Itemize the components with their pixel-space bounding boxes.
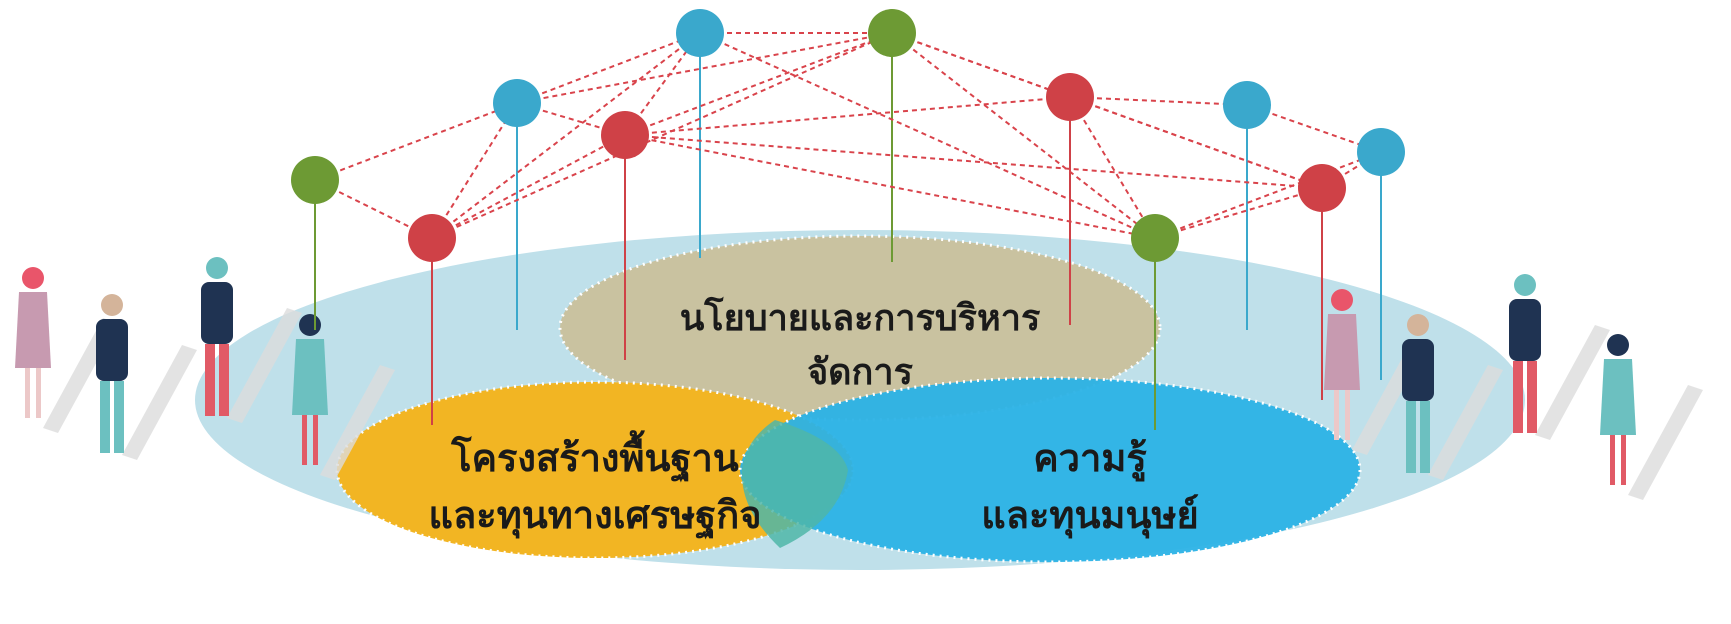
person-body xyxy=(201,282,233,344)
network-link xyxy=(1069,96,1156,239)
infrastructure-label: โครงสร้างพื้นฐาน และทุนทางเศรษฐกิจ xyxy=(395,430,795,544)
person-leg xyxy=(25,368,30,418)
network-link xyxy=(314,102,518,181)
knowledge-label: ความรู้ และทุนมนุษย์ xyxy=(940,430,1240,544)
person-leg xyxy=(1334,390,1339,440)
person-body xyxy=(1402,339,1434,401)
node-circle xyxy=(1223,81,1271,129)
node-circle xyxy=(601,111,649,159)
network-link xyxy=(431,134,626,239)
person-leg xyxy=(1345,390,1350,440)
knowledge-ellipse xyxy=(738,376,1362,564)
person-body xyxy=(1600,359,1636,435)
infrastructure-label-line1: โครงสร้างพื้นฐาน xyxy=(451,436,739,480)
person-leg xyxy=(1527,361,1537,433)
person-head xyxy=(22,267,44,289)
person-shadow xyxy=(1428,365,1503,480)
network-links xyxy=(314,32,1382,239)
network-link xyxy=(1069,96,1323,189)
person-body xyxy=(15,292,51,368)
person-shadow xyxy=(1535,325,1610,440)
person-body xyxy=(1509,299,1541,361)
node-circle xyxy=(493,79,541,127)
person-leg xyxy=(1513,361,1523,433)
node-circle xyxy=(1131,214,1179,262)
person-leg xyxy=(205,344,215,416)
knowledge-label-line1: ความรู้ xyxy=(1033,436,1147,480)
person-shadow xyxy=(122,345,197,460)
person-head xyxy=(299,314,321,336)
person-shadow xyxy=(320,365,395,480)
person-head xyxy=(1607,334,1629,356)
network-link xyxy=(1154,187,1323,239)
person-head xyxy=(1331,289,1353,311)
policy-label-line2: จัดการ xyxy=(807,352,913,393)
network-link xyxy=(699,32,1156,239)
person-figure xyxy=(96,294,197,460)
person-figure xyxy=(1402,314,1503,480)
person-body xyxy=(1324,314,1360,390)
person-leg xyxy=(313,415,318,465)
person-body xyxy=(292,339,328,415)
node-poles xyxy=(314,33,1382,430)
person-head xyxy=(206,257,228,279)
network-link xyxy=(431,32,893,239)
person-shadow xyxy=(227,308,302,423)
person-shadow xyxy=(1628,385,1703,500)
node-circle xyxy=(868,9,916,57)
person-leg xyxy=(1420,401,1430,473)
person-leg xyxy=(219,344,229,416)
person-head xyxy=(1407,314,1429,336)
person-leg xyxy=(36,368,41,418)
node-circle xyxy=(1046,73,1094,121)
node-circle xyxy=(1298,164,1346,212)
network-link xyxy=(624,32,893,136)
network-link xyxy=(516,32,893,104)
person-figure xyxy=(292,314,395,480)
node-circle xyxy=(676,9,724,57)
person-figure xyxy=(201,257,302,423)
network-link xyxy=(624,96,1071,136)
person-head xyxy=(101,294,123,316)
network-nodes xyxy=(291,9,1405,262)
node-circle xyxy=(291,156,339,204)
person-leg xyxy=(302,415,307,465)
network-link xyxy=(624,134,1156,239)
person-body xyxy=(96,319,128,381)
node-circle xyxy=(1357,128,1405,176)
network-link xyxy=(1069,96,1248,106)
network-link xyxy=(624,134,1323,189)
network-link xyxy=(891,32,1156,239)
person-figure xyxy=(1600,334,1703,500)
node-circle xyxy=(408,214,456,262)
person-leg xyxy=(1621,435,1626,485)
person-head xyxy=(1514,274,1536,296)
policy-label: นโยบายและการบริหาร จัดการ xyxy=(610,292,1110,400)
overlap-region xyxy=(741,420,848,548)
policy-label-line1: นโยบายและการบริหาร xyxy=(679,298,1041,339)
people-group xyxy=(15,257,1703,500)
network-link xyxy=(431,32,701,239)
person-leg xyxy=(114,381,124,453)
person-leg xyxy=(1610,435,1615,485)
network-link xyxy=(516,32,701,104)
knowledge-label-line2: และทุนมนุษย์ xyxy=(981,493,1199,537)
network-link xyxy=(1154,151,1382,239)
person-leg xyxy=(1406,401,1416,473)
infrastructure-label-line2: และทุนทางเศรษฐกิจ xyxy=(428,493,762,537)
person-figure xyxy=(1509,274,1610,440)
person-leg xyxy=(100,381,110,453)
